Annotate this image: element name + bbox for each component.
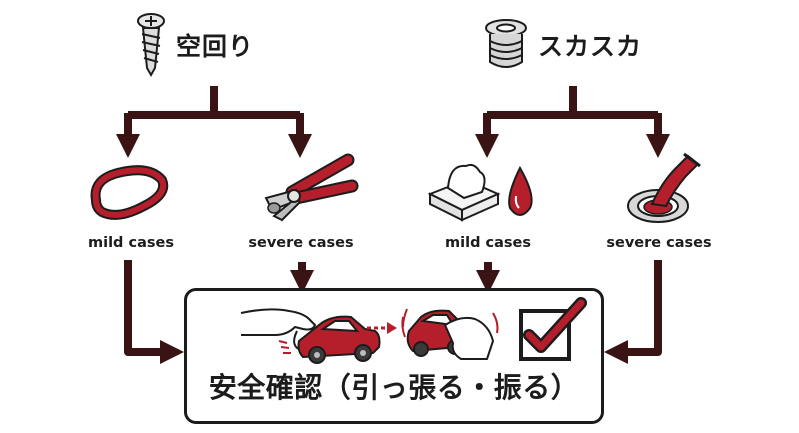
left-group-heading: 空回り bbox=[176, 32, 255, 61]
hand-pulling-car-icon bbox=[240, 308, 381, 364]
pliers-icon bbox=[264, 153, 359, 222]
motion-arrow-icon bbox=[367, 322, 397, 334]
hand-shaking-car-icon bbox=[401, 308, 499, 360]
filler-tube-icon bbox=[627, 152, 701, 223]
arrow-left-split bbox=[128, 86, 300, 119]
checkbox-checked-icon bbox=[519, 297, 587, 361]
arrow-severe-right-to-box bbox=[604, 260, 662, 364]
safety-check-box: 安全確認（引っ張る・振る） bbox=[184, 288, 604, 424]
left-severe-label: severe cases bbox=[248, 235, 354, 251]
safety-check-title: 安全確認（引っ張る・振る） bbox=[208, 371, 580, 404]
right-group-heading: スカスカ bbox=[538, 32, 643, 61]
threaded-insert-icon bbox=[485, 19, 527, 68]
tissue-and-drop-icon bbox=[427, 163, 533, 222]
arrow-right-split bbox=[487, 86, 658, 119]
left-mild-label: mild cases bbox=[88, 235, 174, 251]
rubber-band-icon bbox=[90, 165, 169, 220]
arrow-mild-left-to-box bbox=[124, 260, 184, 364]
right-severe-label: severe cases bbox=[606, 235, 712, 251]
right-mild-label: mild cases bbox=[445, 235, 531, 251]
screw-icon bbox=[137, 13, 165, 78]
